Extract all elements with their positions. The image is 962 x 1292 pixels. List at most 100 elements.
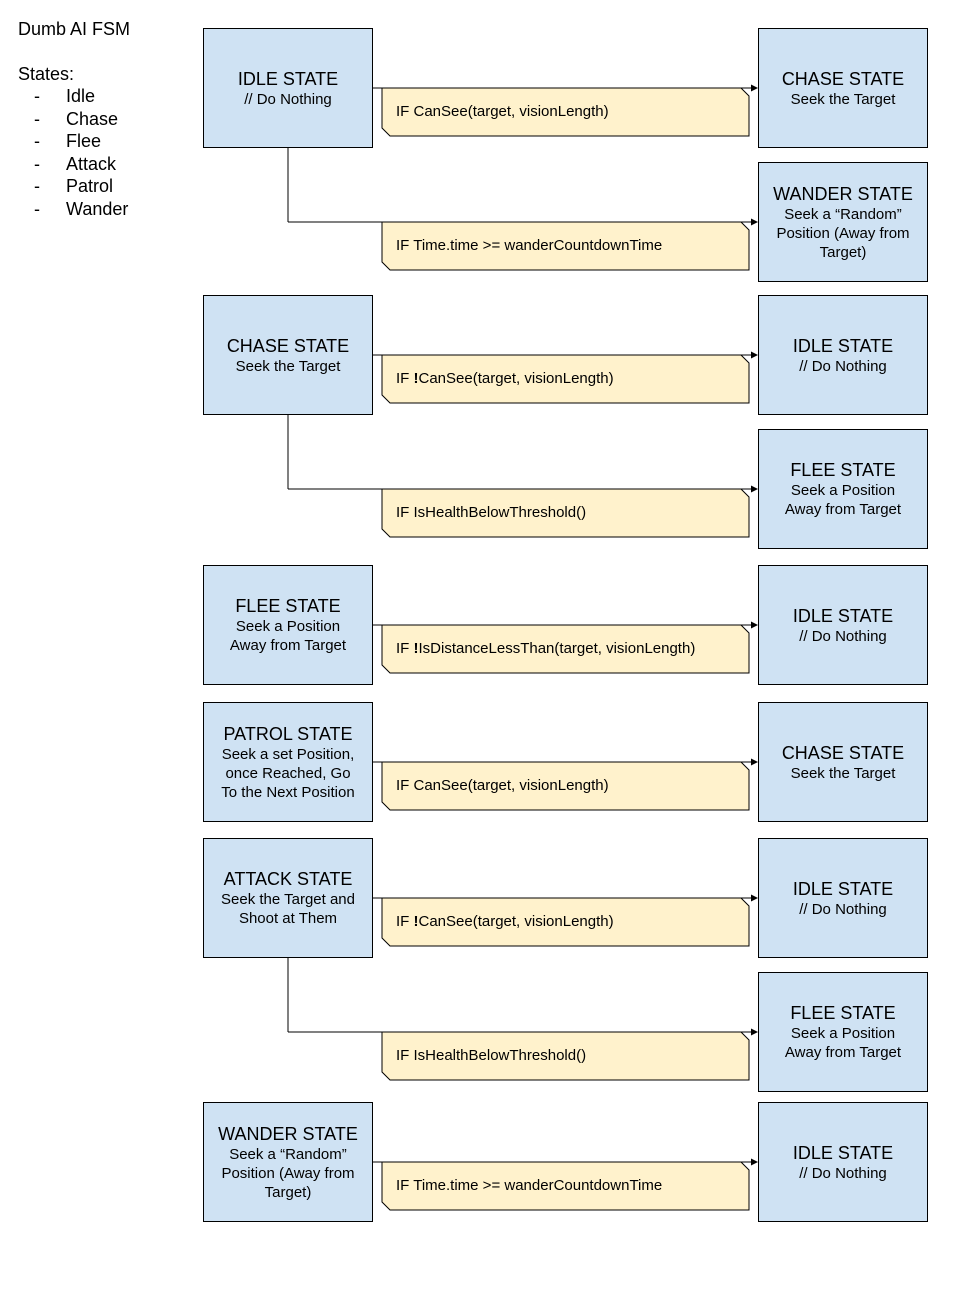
arrowhead: [751, 1028, 758, 1036]
condition-keyword: IF: [396, 640, 414, 657]
condition-note: [381, 624, 750, 674]
arrowhead: [751, 485, 758, 493]
state-title: IDLE STATE: [792, 335, 894, 356]
condition-note: [381, 897, 750, 947]
state-title: IDLE STATE: [792, 1142, 894, 1163]
condition-expression: CanSee(target, visionLength): [413, 777, 609, 794]
condition-expression: IsHealthBelowThreshold(): [413, 504, 587, 521]
target-state-box: IDLE STATE// Do Nothing: [758, 295, 928, 415]
arrowhead: [751, 621, 758, 629]
states-list-item: Chase: [18, 108, 130, 131]
states-list-item: Idle: [18, 85, 130, 108]
states-list-item: Flee: [18, 130, 130, 153]
condition-label: IF IsHealthBelowThreshold(): [396, 1047, 586, 1065]
state-description: Seek a “Random” Position (Away from Targ…: [776, 205, 910, 261]
condition-note: [381, 87, 750, 137]
state-description: Seek the Target: [790, 764, 896, 782]
states-list-item: Attack: [18, 153, 130, 176]
arrowhead: [751, 894, 758, 902]
states-list: Idle Chase Flee Attack Patrol Wander: [18, 85, 130, 220]
condition-label: IF CanSee(target, visionLength): [396, 777, 609, 795]
state-description: // Do Nothing: [799, 900, 887, 918]
state-description: // Do Nothing: [799, 1164, 887, 1182]
state-description: Seek a set Position, once Reached, Go To…: [221, 745, 355, 801]
condition-expression: Time.time >= wanderCountdownTime: [413, 237, 663, 254]
condition-label: IF !CanSee(target, visionLength): [396, 913, 614, 931]
diagram-title: Dumb AI FSM: [18, 19, 131, 39]
condition-keyword: IF: [396, 777, 414, 794]
state-title: ATTACK STATE: [223, 869, 353, 889]
arrowhead: [751, 218, 758, 226]
arrowhead: [751, 84, 758, 92]
state-title: CHASE STATE: [781, 742, 905, 763]
arrowhead: [751, 351, 758, 359]
negation-operator: !: [413, 640, 419, 657]
state-description: // Do Nothing: [799, 627, 887, 645]
state-title: CHASE STATE: [226, 335, 350, 356]
legend: Dumb AI FSM States: Idle Chase Flee Atta…: [18, 18, 130, 220]
state-description: // Do Nothing: [799, 357, 887, 375]
condition-note: [381, 761, 750, 811]
state-description: Seek a Position Away from Target: [784, 1025, 902, 1061]
condition-expression: IsHealthBelowThreshold(): [413, 1047, 587, 1064]
condition-expression: IsDistanceLessThan(target, visionLength): [418, 640, 696, 657]
state-description: Seek a Position Away from Target: [784, 482, 902, 518]
state-title: WANDER STATE: [773, 183, 913, 204]
condition-label: IF Time.time >= wanderCountdownTime: [396, 237, 662, 255]
condition-expression: CanSee(target, visionLength): [418, 370, 614, 387]
negation-operator: !: [413, 370, 419, 387]
state-title: FLEE STATE: [235, 596, 341, 616]
state-description: Seek the Target: [790, 90, 896, 108]
condition-keyword: IF: [396, 370, 414, 387]
condition-label: IF !CanSee(target, visionLength): [396, 370, 614, 388]
arrowhead: [751, 1158, 758, 1166]
state-title: IDLE STATE: [792, 605, 894, 626]
target-state-box: IDLE STATE// Do Nothing: [758, 838, 928, 958]
condition-keyword: IF: [396, 237, 414, 254]
condition-expression: CanSee(target, visionLength): [418, 913, 614, 930]
condition-label: IF !IsDistanceLessThan(target, visionLen…: [396, 640, 695, 658]
state-description: // Do Nothing: [244, 90, 332, 108]
state-title: WANDER STATE: [218, 1123, 358, 1144]
condition-keyword: IF: [396, 504, 414, 521]
state-title: IDLE STATE: [792, 878, 894, 899]
source-state-box: IDLE STATE// Do Nothing: [203, 28, 373, 148]
target-state-box: IDLE STATE// Do Nothing: [758, 1102, 928, 1222]
negation-operator: !: [413, 913, 419, 930]
states-list-item: Wander: [18, 198, 130, 221]
state-description: Seek the Target and Shoot at Them: [221, 891, 355, 927]
condition-expression: Time.time >= wanderCountdownTime: [413, 1177, 663, 1194]
state-title: CHASE STATE: [781, 68, 905, 89]
condition-keyword: IF: [396, 913, 414, 930]
state-description: Seek a “Random” Position (Away from Targ…: [221, 1145, 355, 1201]
condition-note: [381, 488, 750, 538]
condition-note: [381, 354, 750, 404]
condition-keyword: IF: [396, 103, 414, 120]
arrowhead: [751, 758, 758, 766]
state-title: FLEE STATE: [790, 1003, 896, 1023]
state-description: Seek a Position Away from Target: [229, 618, 347, 654]
condition-note: [381, 1161, 750, 1211]
state-title: PATROL STATE: [223, 723, 353, 744]
condition-label: IF CanSee(target, visionLength): [396, 103, 609, 121]
condition-label: IF Time.time >= wanderCountdownTime: [396, 1177, 662, 1195]
condition-note: [381, 221, 750, 271]
condition-label: IF IsHealthBelowThreshold(): [396, 504, 586, 522]
state-title: IDLE STATE: [237, 68, 339, 89]
state-title: FLEE STATE: [790, 460, 896, 480]
state-description: Seek the Target: [235, 357, 341, 375]
states-heading: States:: [18, 63, 75, 84]
condition-expression: CanSee(target, visionLength): [413, 103, 609, 120]
